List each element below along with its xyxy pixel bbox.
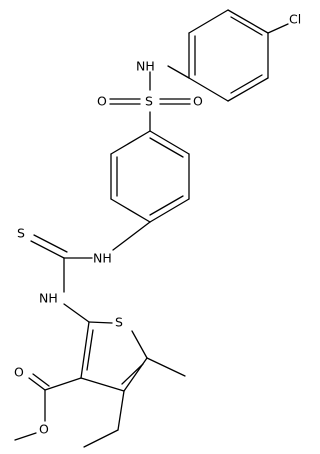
thione-sulfur-label: S bbox=[17, 226, 25, 241]
sulfonyl-oxygen-left-label: O bbox=[97, 94, 107, 109]
atom-labels: Cl NH S O O S NH NH S O O bbox=[14, 12, 301, 437]
sulfonyl-oxygen-right-label: O bbox=[193, 94, 203, 109]
ester-oxygen-label: O bbox=[39, 422, 49, 437]
sulfonamide-nh-label: NH bbox=[136, 59, 155, 74]
carbonyl-oxygen-label: O bbox=[14, 365, 24, 380]
chlorine-atom-label: Cl bbox=[289, 12, 301, 27]
thiourea-nh-lower-label: NH bbox=[39, 291, 58, 306]
thiophene-sulfur-label: S bbox=[115, 315, 123, 330]
thiourea-nh-upper-label: NH bbox=[93, 251, 112, 266]
bond-lines bbox=[14, 9, 289, 448]
sulfonyl-sulfur-label: S bbox=[145, 94, 153, 109]
